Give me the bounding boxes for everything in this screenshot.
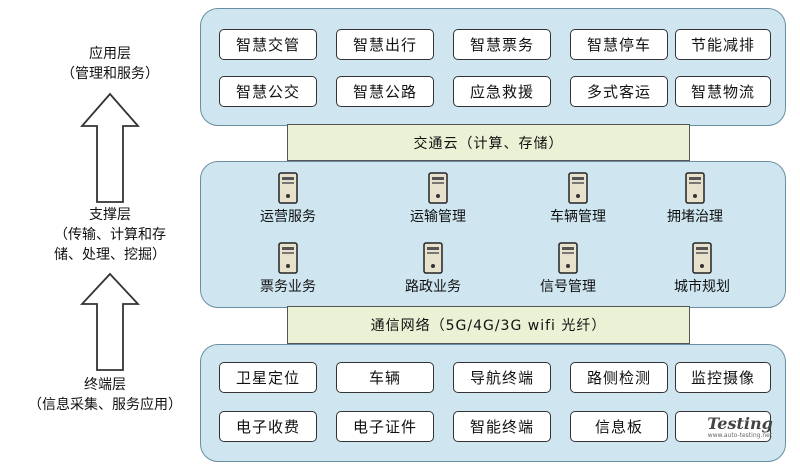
application-layer-title: 应用层: [89, 46, 131, 62]
server-icon: [558, 242, 578, 274]
app-cell: 智慧物流: [675, 76, 771, 107]
support-layer-label: 支撑层 （传输、计算和存 储、处理、挖掘）: [30, 205, 190, 265]
app-cell: 智慧公路: [336, 76, 434, 107]
server-icon: [428, 172, 448, 204]
server-icon: [278, 172, 298, 204]
server-node: 拥堵治理: [640, 172, 750, 226]
terminal-cell: 导航终端: [453, 362, 551, 393]
app-cell: 智慧交管: [219, 29, 317, 60]
server-node: 运输管理: [383, 172, 493, 226]
app-cell: 智慧出行: [336, 29, 434, 60]
server-label: 路政业务: [405, 279, 461, 295]
terminal-cell: 监控摄像: [675, 362, 771, 393]
communication-network-bar: 通信网络（5G/4G/3G wifi 光纤）: [287, 306, 690, 344]
terminal-cell: 车辆: [336, 362, 434, 393]
watermark-url: www.auto-testing.net: [707, 432, 773, 439]
server-label: 运营服务: [260, 209, 316, 225]
terminal-cell: 路侧检测: [570, 362, 668, 393]
support-layer-subtitle-2: 储、处理、挖掘）: [54, 247, 166, 263]
server-node: 城市规划: [647, 242, 757, 296]
app-cell: 应急救援: [453, 76, 551, 107]
server-icon: [278, 242, 298, 274]
server-icon: [685, 172, 705, 204]
up-arrow-icon: [80, 92, 140, 203]
terminal-layer-subtitle: （信息采集、服务应用）: [28, 397, 182, 413]
application-layer-subtitle: （管理和服务）: [61, 66, 159, 82]
terminal-cell: 信息板: [570, 411, 668, 442]
terminal-layer-title: 终端层: [84, 377, 126, 393]
server-node: 票务业务: [233, 242, 343, 296]
server-icon: [423, 242, 443, 274]
terminal-cell: 电子证件: [336, 411, 434, 442]
application-layer-label: 应用层 （管理和服务）: [40, 44, 180, 84]
terminal-layer-label: 终端层 （信息采集、服务应用）: [10, 375, 200, 415]
server-icon: [568, 172, 588, 204]
support-layer-subtitle-1: （传输、计算和存: [54, 227, 166, 243]
app-cell: 多式客运: [570, 76, 668, 107]
watermark-text: Testing: [707, 414, 773, 433]
terminal-cell: 电子收费: [219, 411, 317, 442]
server-label: 票务业务: [260, 279, 316, 295]
app-cell: 智慧票务: [453, 29, 551, 60]
app-cell: 节能减排: [675, 29, 771, 60]
server-label: 信号管理: [540, 279, 596, 295]
server-label: 拥堵治理: [667, 209, 723, 225]
server-label: 城市规划: [674, 279, 730, 295]
terminal-cell: 智能终端: [453, 411, 551, 442]
server-node: 车辆管理: [523, 172, 633, 226]
server-label: 运输管理: [410, 209, 466, 225]
server-icon: [692, 242, 712, 274]
app-cell: 智慧停车: [570, 29, 668, 60]
server-node: 路政业务: [378, 242, 488, 296]
app-cell: 智慧公交: [219, 76, 317, 107]
terminal-cell: 卫星定位: [219, 362, 317, 393]
support-layer-title: 支撑层: [89, 207, 131, 223]
up-arrow-icon: [80, 272, 140, 371]
server-node: 信号管理: [513, 242, 623, 296]
watermark-logo: Testing www.auto-testing.net: [700, 416, 780, 446]
server-node: 运营服务: [233, 172, 343, 226]
terminal-cell: [675, 411, 771, 442]
transport-cloud-bar: 交通云（计算、存储）: [287, 124, 690, 161]
application-layer-panel: [200, 8, 786, 126]
server-label: 车辆管理: [550, 209, 606, 225]
